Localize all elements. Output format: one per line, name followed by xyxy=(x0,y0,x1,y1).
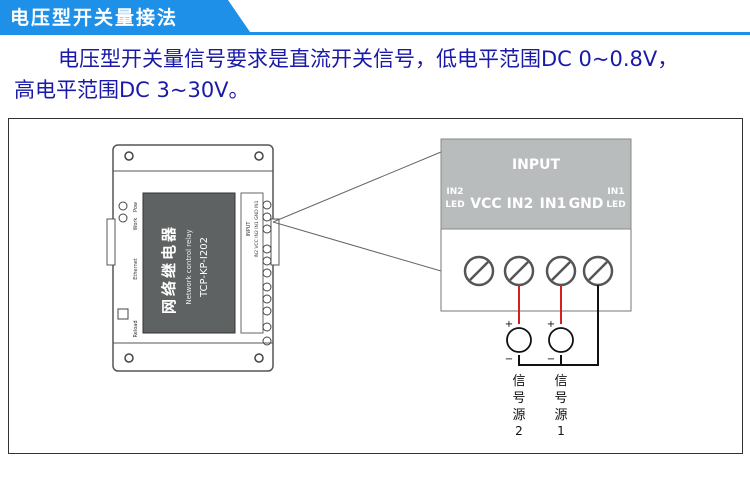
terminal-label-top: IN2 xyxy=(446,187,463,197)
wiring-diagram: 网络继电器 Network control relay TCP-KP-I202 … xyxy=(106,138,632,438)
mount-hole-icon xyxy=(124,353,134,363)
callout-line xyxy=(272,151,442,223)
screw-icon xyxy=(262,224,272,234)
screw-icon xyxy=(262,200,272,210)
device-terminal-label: INPUT xyxy=(246,221,252,237)
screw-icon xyxy=(118,201,128,211)
screw-icon xyxy=(262,322,272,332)
side-clip xyxy=(270,218,280,266)
source-label-char: 信 xyxy=(512,374,525,389)
device-model: TCP-KP-I202 xyxy=(199,237,210,298)
terminal-label-top: IN1 xyxy=(607,187,624,197)
description-line-1: 电压型开关量信号要求是直流开关信号，低电平范围DC 0~0.8V， xyxy=(58,47,679,71)
source-label-char: 信 xyxy=(554,374,567,389)
source-label-char: 2 xyxy=(515,424,523,438)
screw-icon xyxy=(262,212,272,222)
screw-icon xyxy=(262,244,272,254)
terminal-label: VCC xyxy=(470,196,501,212)
callout-line xyxy=(272,221,442,272)
description: 电压型开关量信号要求是直流开关信号，低电平范围DC 0~0.8V， 高电平范围D… xyxy=(14,44,742,106)
source-plus: + xyxy=(505,319,513,330)
source-label-char: 源 xyxy=(554,408,567,423)
screw-slot xyxy=(551,261,571,281)
terminal-label: GND xyxy=(569,196,604,212)
screw-icon xyxy=(262,306,272,316)
banner-bar xyxy=(0,0,250,32)
screw-icon xyxy=(118,213,128,223)
screw-icon xyxy=(262,294,272,304)
side-clip xyxy=(106,218,116,266)
signal-source-1: + − 信 号 源 1 xyxy=(547,319,574,438)
signal-source-2: + − 信 号 源 2 xyxy=(505,319,532,438)
wire-common-negative xyxy=(518,355,561,366)
device-side-label: Ethernet xyxy=(133,258,139,280)
source-label-char: 1 xyxy=(557,424,565,438)
screw-icon xyxy=(262,336,272,346)
wire-gnd xyxy=(561,285,599,366)
terminal-label: IN1 xyxy=(540,196,567,212)
device-side-label: Pow xyxy=(133,202,139,212)
input-terminal-block: INPUT IN2 LED VCC IN2 IN1 GND IN1 LED xyxy=(440,138,632,312)
banner-divider xyxy=(0,32,750,35)
section-banner: 电压型开关量接法 xyxy=(0,0,750,40)
terminal-label: IN2 xyxy=(507,196,534,212)
ethernet-port-icon xyxy=(117,308,129,320)
mount-hole-icon xyxy=(254,151,264,161)
mount-hole-icon xyxy=(124,151,134,161)
screw-slot xyxy=(588,261,608,281)
device-side-label: Reload xyxy=(133,320,139,337)
source-minus: − xyxy=(547,354,555,365)
device-terminal-label: IN2 VCC IN2 IN1 GND IN1 xyxy=(254,200,260,257)
terminal-block-header: INPUT xyxy=(512,157,561,173)
signal-source-icon xyxy=(548,327,574,353)
screw-icon xyxy=(262,256,272,266)
source-label-char: 源 xyxy=(512,408,525,423)
relay-device: 网络继电器 Network control relay TCP-KP-I202 … xyxy=(106,144,280,372)
right-terminals xyxy=(262,200,272,346)
device-name-cn: 网络继电器 xyxy=(160,224,178,314)
terminal-label-bottom: LED xyxy=(445,200,464,210)
terminal-block-top xyxy=(440,138,632,230)
terminal-label-bottom: LED xyxy=(606,200,625,210)
section-title: 电压型开关量接法 xyxy=(10,7,179,29)
device-side-label: Work xyxy=(133,218,139,231)
screw-slot xyxy=(469,261,489,281)
wiring-diagram-panel: 网络继电器 Network control relay TCP-KP-I202 … xyxy=(8,118,743,454)
screw-icon xyxy=(262,282,272,292)
signal-source-icon xyxy=(506,327,532,353)
screw-icon xyxy=(262,268,272,278)
description-line-2: 高电平范围DC 3~30V。 xyxy=(14,78,250,102)
device-name-en: Network control relay xyxy=(185,229,193,304)
left-terminals xyxy=(117,201,129,320)
wiring xyxy=(518,285,599,366)
device-label-plate xyxy=(142,192,236,334)
source-minus: − xyxy=(505,354,513,365)
source-plus: + xyxy=(547,319,555,330)
source-label-char: 号 xyxy=(554,391,567,406)
screw-slot xyxy=(509,261,529,281)
source-label-char: 号 xyxy=(512,391,525,406)
mount-hole-icon xyxy=(254,353,264,363)
